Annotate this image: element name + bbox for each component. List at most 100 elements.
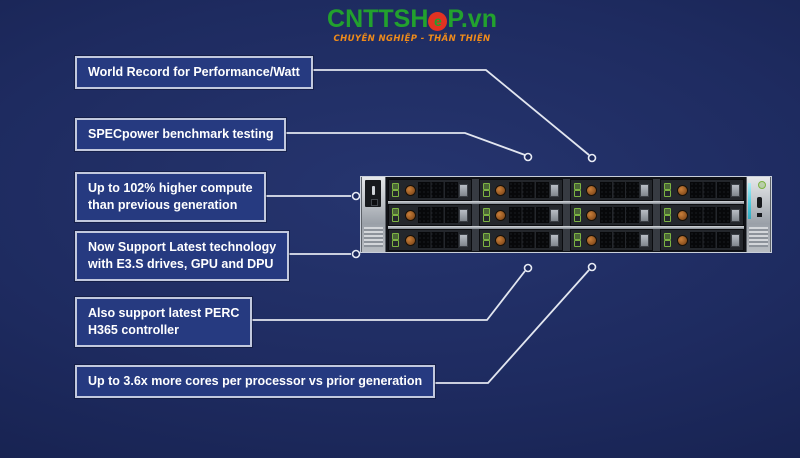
- drive-release-button-icon: [586, 234, 597, 246]
- connector-endpoint: [523, 263, 533, 273]
- drive-vent-mesh: [690, 207, 730, 223]
- drive-label-chip: [640, 233, 650, 247]
- drive-row: [388, 204, 744, 226]
- drive-release-button-icon: [495, 184, 507, 196]
- drive-latch-icon: [392, 208, 399, 215]
- drive-label-chip: [549, 183, 559, 197]
- logo-tagline: CHUYÊN NGHIỆP - THÂN THIỆN: [333, 34, 491, 44]
- drive-indicators: [389, 230, 403, 250]
- status-led-strip: [748, 183, 751, 219]
- server-left-ear: [361, 177, 386, 252]
- callout-text: Also support latest PERC: [88, 306, 240, 320]
- drive-led-icon: [664, 190, 672, 197]
- connector-endpoint: [351, 249, 361, 259]
- drive-indicators: [480, 205, 494, 225]
- drive-latch-icon: [664, 233, 672, 240]
- drive-tray: [660, 204, 744, 226]
- drive-indicators: [571, 205, 585, 225]
- right-ear-ridges: [749, 227, 768, 247]
- callout-text: World Record for Performance/Watt: [88, 65, 300, 79]
- drive-release-button: [585, 230, 599, 250]
- drive-tray: [569, 229, 654, 251]
- logo-brand-suffix: P.vn: [447, 5, 497, 33]
- callout-text: Up to 3.6x more cores per processor vs p…: [88, 374, 423, 388]
- callout-latest-technology: Now Support Latest technology with E3.S …: [75, 231, 290, 281]
- drive-vent-mesh: [418, 232, 458, 248]
- drive-indicators: [571, 180, 585, 200]
- drive-label-chip: [458, 183, 468, 197]
- drive-latch-icon: [664, 208, 672, 215]
- drive-tray: [478, 204, 563, 226]
- drive-led-icon: [482, 215, 490, 222]
- server-right-ear: [746, 177, 771, 252]
- drive-indicators: [389, 205, 403, 225]
- callout-performance-watt: World Record for Performance/Watt: [75, 56, 313, 89]
- drive-release-button-icon: [404, 184, 416, 196]
- drive-tray: [388, 204, 472, 226]
- drive-vent-mesh: [690, 182, 730, 198]
- drive-release-button: [403, 230, 417, 250]
- drive-label-chip: [549, 208, 559, 222]
- drive-tray: [569, 179, 654, 201]
- drive-latch-icon: [482, 183, 490, 190]
- left-ear-ridges: [364, 227, 383, 247]
- power-button-icon: [758, 181, 766, 189]
- drive-release-button: [675, 230, 689, 250]
- drive-vent-mesh: [599, 182, 640, 198]
- drive-label-chip: [731, 208, 740, 222]
- drive-release-button-icon: [676, 184, 688, 196]
- drive-indicators: [571, 230, 585, 250]
- drive-vent-mesh: [690, 232, 730, 248]
- front-port-icon: [757, 197, 762, 208]
- drive-led-icon: [664, 215, 672, 222]
- drive-release-button: [675, 205, 689, 225]
- drive-indicators: [389, 180, 403, 200]
- drive-vent-mesh: [508, 232, 549, 248]
- drive-vent-mesh: [508, 182, 549, 198]
- drive-led-icon: [573, 240, 581, 247]
- drive-latch-icon: [392, 183, 399, 190]
- drive-release-button-icon: [586, 184, 597, 196]
- drive-vent-mesh: [508, 207, 549, 223]
- callout-text: Up to 102% higher compute: [88, 181, 253, 195]
- callout-specpower: SPECpower benchmark testing: [75, 118, 287, 151]
- drive-rail-divider: [388, 226, 744, 229]
- drive-indicators: [661, 205, 675, 225]
- drive-label-chip: [549, 233, 559, 247]
- drive-release-button-icon: [495, 234, 507, 246]
- drive-label-chip: [640, 208, 650, 222]
- drive-led-icon: [392, 215, 399, 222]
- drive-release-button: [494, 180, 508, 200]
- server-chassis: [360, 176, 772, 253]
- left-ear-button-icon: [371, 199, 378, 206]
- drive-label-chip: [458, 208, 468, 222]
- drive-led-icon: [392, 240, 399, 247]
- drive-vent-mesh: [418, 182, 458, 198]
- drive-label-chip: [731, 183, 740, 197]
- connector-endpoint: [587, 153, 597, 163]
- drive-row: [388, 179, 744, 201]
- left-ear-indicator-panel: [365, 180, 381, 207]
- drive-indicators: [480, 180, 494, 200]
- callout-text: Now Support Latest technology: [88, 240, 277, 254]
- drive-led-icon: [573, 190, 581, 197]
- callout-more-cores: Up to 3.6x more cores per processor vs p…: [75, 365, 436, 398]
- drive-bays: [386, 177, 746, 252]
- drive-latch-icon: [664, 183, 672, 190]
- logo-brand-prefix: CNTTSH: [327, 5, 429, 33]
- drive-led-icon: [482, 190, 490, 197]
- drive-latch-icon: [573, 233, 581, 240]
- logo-o-icon: e: [428, 12, 448, 31]
- drive-rail-divider: [388, 201, 744, 204]
- drive-latch-icon: [573, 183, 581, 190]
- drive-tray: [660, 179, 744, 201]
- drive-vent-mesh: [418, 207, 458, 223]
- drive-led-icon: [664, 240, 672, 247]
- callout-higher-compute: Up to 102% higher compute than previous …: [75, 172, 266, 222]
- connector-endpoint: [587, 262, 597, 272]
- drive-release-button: [675, 180, 689, 200]
- drive-label-chip: [458, 233, 468, 247]
